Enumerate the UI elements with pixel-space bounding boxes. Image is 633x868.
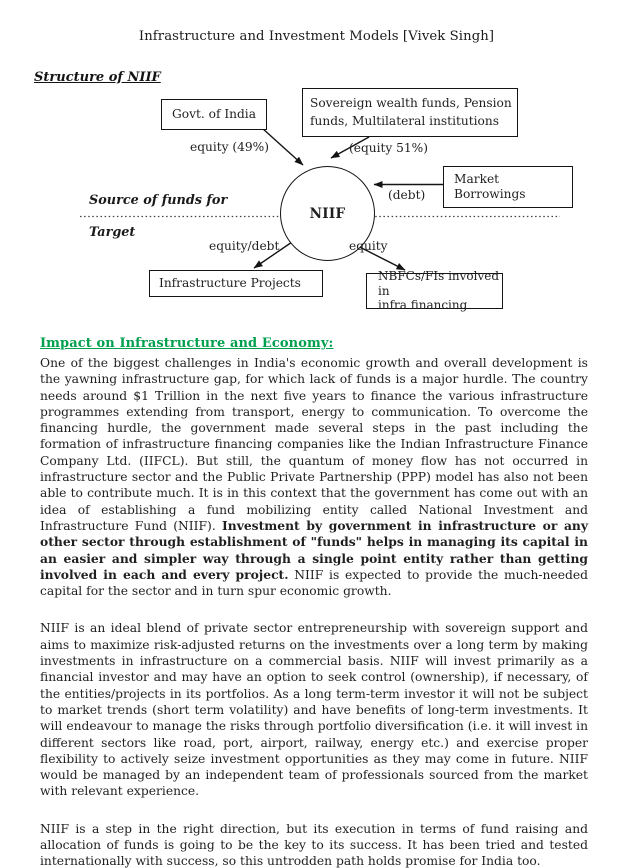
paragraph-1: One of the biggest challenges in India's… — [40, 355, 588, 599]
diagram-heading: Structure of NIIF — [34, 70, 161, 85]
node-market-label: Market Borrowings — [454, 172, 526, 201]
node-sovereign-label: Sovereign wealth funds, Pension funds, M… — [310, 96, 512, 128]
paragraph-3: NIIF is a step in the right direction, b… — [40, 821, 588, 868]
edge-label-equity-51: (equity 51%) — [349, 141, 429, 155]
impact-article: Impact on Infrastructure and Economy: On… — [40, 336, 588, 868]
paragraph-1-bold-run: Investment by government in infrastructu… — [40, 517, 588, 582]
source-of-funds-label: Source of funds for — [89, 193, 228, 208]
node-niif-label: NIIF — [309, 205, 346, 222]
edge-label-equity: equity — [349, 239, 388, 253]
node-market-borrowings: Market Borrowings — [443, 166, 573, 208]
node-sovereign-wealth-funds: Sovereign wealth funds, Pension funds, M… — [302, 88, 518, 137]
diagram-arrow-layer — [80, 127, 560, 271]
node-niif-circle: NIIF — [280, 166, 375, 261]
edge-label-equity-49: equity (49%) — [190, 140, 270, 154]
node-nbfc-label: NBFCs/FIs involved in infra financing — [378, 269, 500, 313]
node-infrastructure-projects: Infrastructure Projects — [149, 270, 323, 297]
node-nbfc-fis: NBFCs/FIs involved in infra financing — [366, 269, 503, 312]
paragraph-2: NIIF is an ideal blend of private sector… — [40, 621, 588, 799]
node-infra-label: Infrastructure Projects — [159, 275, 301, 290]
impact-heading: Impact on Infrastructure and Economy: — [40, 336, 334, 351]
niif-structure-diagram: Structure of NIIF Govt. of India Soverei… — [0, 0, 633, 330]
edge-label-equity-debt: equity/debt — [209, 239, 280, 253]
document-title: Infrastructure and Investment Models [Vi… — [138, 29, 495, 44]
paragraph-1-text-c: NIIF is expected to provide the much-nee… — [40, 567, 589, 599]
arrow-niif-to-infra — [253, 239, 296, 269]
edge-label-debt: (debt) — [388, 188, 426, 202]
target-label: Target — [89, 225, 136, 240]
arrow-sovereign-to-niif — [330, 136, 370, 159]
node-govt-label: Govt. of India — [172, 106, 256, 121]
paragraph-1-text-a: One of the biggest challenges in India's… — [40, 356, 588, 533]
arrow-govt-to-niif — [261, 127, 304, 166]
node-govt-of-india: Govt. of India — [161, 99, 267, 130]
